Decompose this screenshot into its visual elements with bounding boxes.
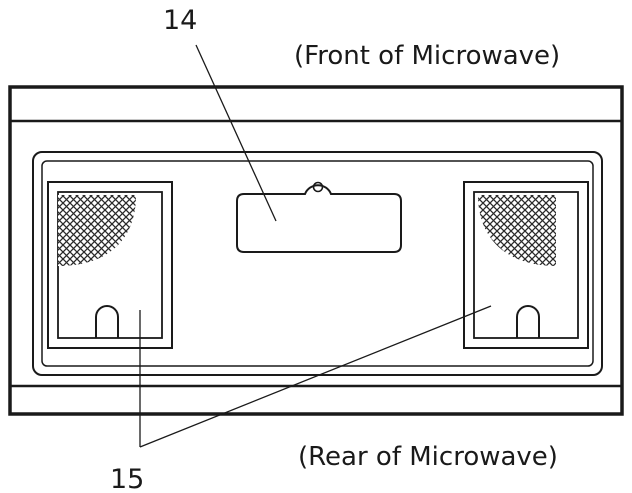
left-foot <box>47 181 173 349</box>
right-foot <box>463 181 589 349</box>
base-panel-inner <box>41 160 594 367</box>
center-cover-plate <box>236 184 402 253</box>
left-vent-mesh-icon <box>58 195 136 266</box>
callout-15-label: 15 <box>110 464 144 493</box>
cover-screw-hole-icon <box>312 181 324 193</box>
callout-15-leader-right <box>139 305 492 448</box>
microwave-outer-body <box>8 85 624 416</box>
callout-14-leader <box>195 44 277 222</box>
rear-of-microwave-label: (Rear of Microwave) <box>298 442 558 472</box>
right-vent-mesh-icon <box>478 195 556 266</box>
front-of-microwave-label: (Front of Microwave) <box>294 41 560 71</box>
left-screw-slot-icon <box>95 305 119 338</box>
callout-14-label: 14 <box>163 5 197 36</box>
right-screw-slot-icon <box>516 305 540 338</box>
